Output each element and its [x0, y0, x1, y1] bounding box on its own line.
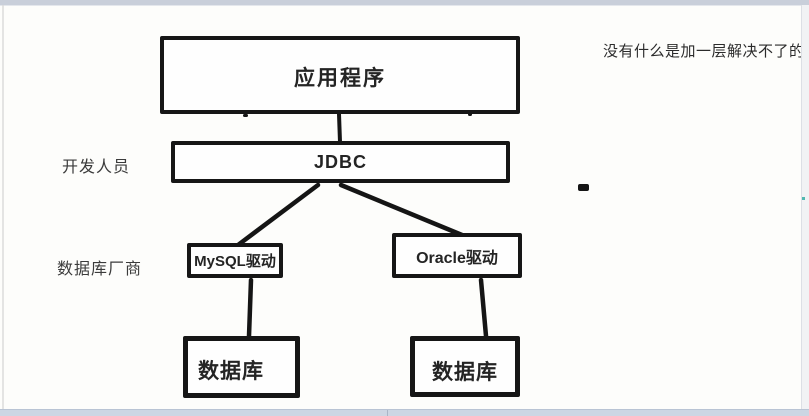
connector-app-jdbc: [337, 112, 342, 144]
node-application-label: 应用程序: [294, 67, 386, 90]
row-label-developer: 开发人员: [62, 159, 131, 176]
connector-mysql-db: [246, 277, 254, 339]
node-database-mysql-label: 数据库: [198, 360, 264, 383]
canvas-left-edge: [2, 5, 4, 409]
window-bottom-edge: [0, 409, 809, 416]
connector-jdbc-oracle: [338, 182, 465, 238]
canvas-right-gutter: [801, 5, 809, 409]
node-database-oracle-label: 数据库: [432, 360, 498, 384]
node-application: 应用程序: [160, 36, 520, 114]
connector-oracle-db: [478, 277, 489, 339]
stray-ink-dot: [243, 114, 248, 117]
cursor-speck: [802, 197, 805, 200]
node-database-oracle: 数据库: [410, 336, 520, 397]
node-jdbc: JDBC: [171, 141, 510, 183]
row-label-db-vendor: 数据库厂商: [57, 261, 143, 278]
node-oracle-driver: Oracle驱动: [392, 233, 522, 278]
stray-ink-dash: [578, 184, 589, 191]
bottom-bar-divider: [387, 410, 388, 416]
stray-ink-dot: [468, 113, 472, 116]
node-database-mysql: 数据库: [183, 336, 300, 398]
node-jdbc-label: JDBC: [313, 151, 367, 172]
connector-jdbc-mysql: [235, 182, 321, 248]
node-oracle-driver-label: Oracle驱动: [416, 249, 498, 267]
window-top-edge: [0, 0, 809, 6]
node-mysql-driver: MySQL驱动: [187, 243, 283, 278]
node-mysql-driver-label: MySQL驱动: [194, 253, 276, 270]
annotation-add-a-layer: 没有什么是加一层解决不了的: [603, 43, 805, 60]
